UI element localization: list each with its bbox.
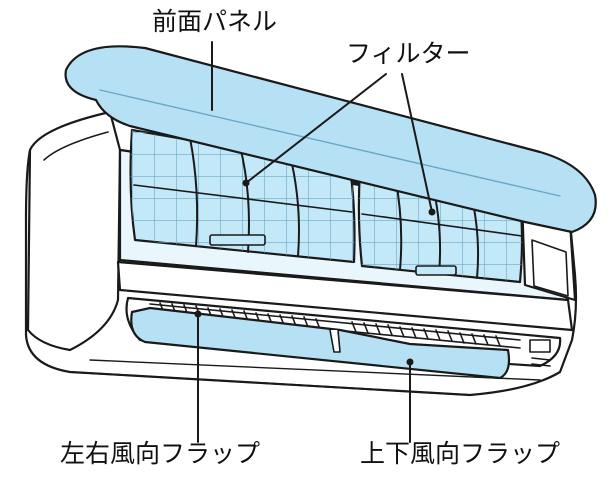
leader-dots [194, 179, 436, 366]
lower-front [116, 260, 574, 332]
unit-left-side [26, 110, 122, 352]
ud-flap [130, 306, 511, 380]
front-panel [64, 45, 597, 234]
ud-flap-label: 上下風向フラップ [360, 439, 561, 468]
filter-label: フィルター [346, 39, 471, 68]
lr-flap-label: 左右風向フラップ [60, 439, 261, 468]
front-panel-label: 前面パネル [152, 7, 278, 36]
display-panel [529, 339, 551, 367]
leader-lines [197, 41, 433, 443]
